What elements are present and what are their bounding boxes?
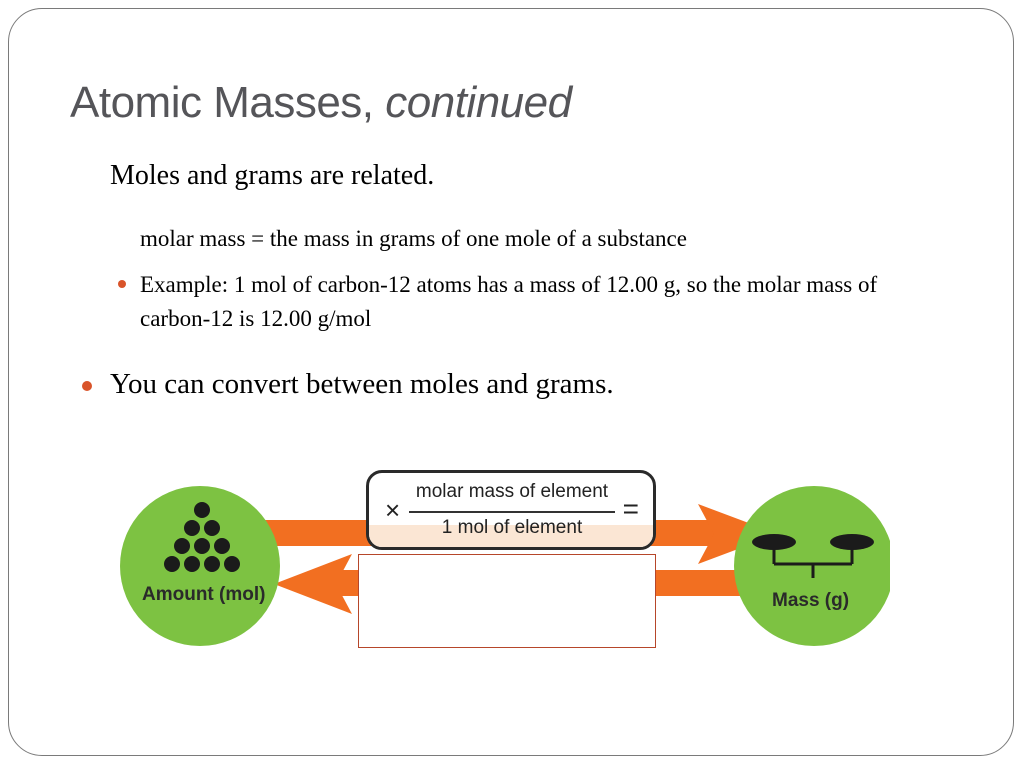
amount-circle (120, 486, 280, 646)
particles-icon (164, 502, 240, 572)
convert-text: You can convert between moles and grams. (110, 368, 614, 400)
title-italic: continued (385, 78, 572, 127)
factor-box-tint (369, 525, 653, 547)
example-text: Example: 1 mol of carbon-12 atoms has a … (140, 272, 878, 331)
balance-icon (752, 534, 874, 578)
title-main: Atomic Masses, (70, 78, 374, 127)
factor-numerator: molar mass of element (415, 481, 609, 502)
fraction-bar (409, 511, 615, 513)
blank-cover-box (358, 554, 656, 648)
amount-label: Amount (mol) (142, 584, 266, 605)
molar-mass-definition: molar mass = the mass in grams of one mo… (140, 226, 687, 251)
conversion-diagram: Amount (mol) Mass (g) × molar mass of el… (118, 448, 890, 656)
bullet-dot-icon (118, 280, 126, 288)
molar-mass-factor-box: × molar mass of element 1 mol of element… (366, 470, 656, 550)
moles-grams-text: Moles and grams are related. (110, 160, 435, 191)
mass-label: Mass (g) (772, 590, 850, 611)
convert-bullet: You can convert between moles and grams. (82, 368, 614, 401)
equals-symbol: = (622, 493, 639, 524)
bullet-dot-icon (82, 381, 92, 391)
factor-denominator: 1 mol of element (441, 517, 583, 538)
slide-title: Atomic Masses, continued (70, 78, 572, 128)
times-symbol: × (385, 495, 401, 525)
example-bullet: Example: 1 mol of carbon-12 atoms has a … (118, 268, 898, 336)
